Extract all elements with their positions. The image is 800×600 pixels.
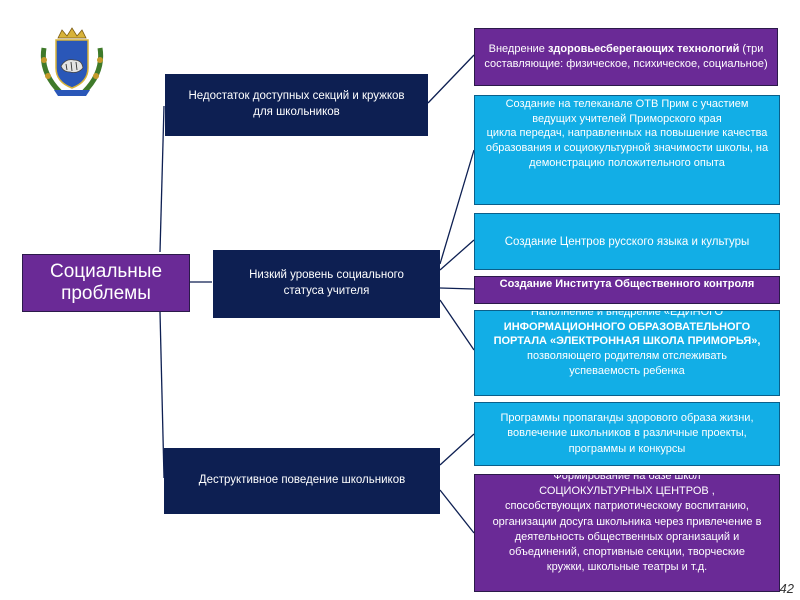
problem-node-teacher-status: Низкий уровень социального статуса учите…: [213, 250, 440, 318]
solution-tv-series: Создание на телеканале ОТВ Прим с участи…: [474, 95, 780, 205]
solution-text-line1: Наполнение и внедрение «ЕДИНОГО: [530, 310, 724, 318]
problem-label: Деструктивное поведение школьников: [198, 474, 406, 487]
solution-label: Создание Института Общественного контрол…: [499, 278, 755, 290]
solution-sociocultural-centers: Формирование на базе школ СОЦИОКУЛЬТУРНЫ…: [474, 474, 780, 592]
solution-text-line2: цикла передач, направленных на повышение…: [485, 127, 769, 169]
problem-node-destructive-behavior: Деструктивное поведение школьников: [164, 448, 440, 514]
solution-electronic-school-portal: Наполнение и внедрение «ЕДИНОГО ИНФОРМАЦ…: [474, 310, 780, 396]
connector-p2-s2: [439, 149, 475, 265]
problem-label: Недостаток доступных секций и кружков дл…: [188, 90, 405, 118]
solution-label: Программы пропаганды здорового образа жи…: [500, 412, 754, 455]
root-label-line2: проблемы: [61, 283, 151, 304]
problem-label: Низкий уровень социального статуса учите…: [249, 269, 404, 297]
page-number: 42: [779, 581, 794, 596]
solution-text-line3: позволяющего родителям отслеживать успев…: [527, 349, 727, 377]
root-label-line1: Социальные: [49, 261, 163, 282]
connector-p3-s6: [439, 433, 475, 466]
solution-text-line1: Формирование на базе школ: [553, 474, 701, 482]
solution-russian-centers: Создание Центров русского языка и культу…: [474, 213, 780, 270]
solution-bold-text: ИНФОРМАЦИОННОГО ОБРАЗОВАТЕЛЬНОГО ПОРТАЛА…: [493, 320, 761, 348]
solution-health-technologies: Внедрение здоровьесберегающих технологий…: [474, 28, 778, 86]
problem-node-sections: Недостаток доступных секций и кружков дл…: [165, 74, 428, 136]
solution-text-line3: способствующих патриотическому воспитани…: [492, 500, 762, 574]
solution-bold-text: здоровьесберегающих технологий: [547, 43, 740, 56]
solution-text-line1: Создание на телеканале ОТВ Прим с участи…: [505, 98, 749, 125]
solution-text: (три составляющие: физическое, психическ…: [484, 43, 768, 70]
coat-of-arms-icon: [40, 27, 104, 96]
connector-p1-s1: [427, 54, 475, 104]
solution-label: Создание Центров русского языка и культу…: [504, 235, 750, 248]
root-node: Социальные проблемы: [22, 254, 190, 312]
connector-root-p1: [159, 105, 165, 253]
solution-text: Внедрение: [488, 43, 548, 56]
connector-root-p3: [159, 311, 165, 479]
connector-p2-s5: [439, 299, 475, 351]
solution-text-line2: СОЦИОКУЛЬТУРНЫХ ЦЕНТРОВ ,: [539, 485, 715, 498]
connector-p3-s7: [439, 489, 475, 534]
solution-public-control: Создание Института Общественного контрол…: [474, 276, 780, 304]
connector-p2-s3: [439, 239, 475, 271]
solution-healthy-lifestyle-programs: Программы пропаганды здорового образа жи…: [474, 402, 780, 466]
connector-p2-s4: [439, 287, 475, 290]
